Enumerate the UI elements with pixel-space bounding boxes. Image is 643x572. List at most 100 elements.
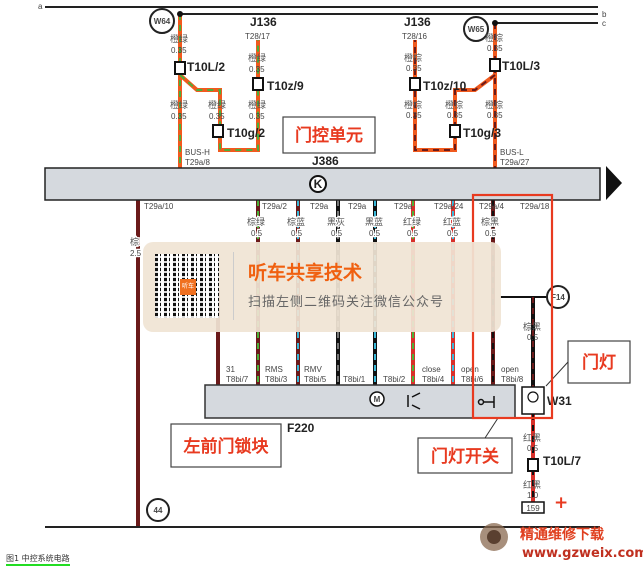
divider [233,252,234,320]
switch-callout: 门灯开关 [431,446,499,467]
lamp-callout: 门灯 [582,352,616,373]
logo-url[interactable]: www.gzweix.com [522,546,643,561]
rail-a-label: a [38,2,43,11]
wire-size-label: 0.35 [447,111,463,120]
wire-color-label: 橙绿 [248,52,266,64]
connector-icon [409,77,421,91]
polarity-plus: + [554,493,568,513]
pin-label: T8bi/4 [422,375,445,384]
wire-color-label: 橙棕 [485,99,503,111]
connector-t10g3-label: T10g/3 [463,126,501,140]
wire [413,40,497,152]
wire-size-label: 0.5 [369,229,381,238]
connector-icon [252,77,264,91]
wire-size-label: 1.0 [527,491,539,500]
wire-size-label: 0.5 [291,229,303,238]
lamp-callout-box [567,340,631,384]
control-unit-callout-box [282,116,376,154]
wire-color-label: 棕 [130,236,139,248]
watermark-title: 听车共享技术 [248,262,363,284]
ground-f14: F14 [546,285,570,309]
logo-icon [480,523,508,551]
wire-size-label: 0.5 [485,229,497,238]
rail-b-label: b [602,10,607,19]
connector-t10l3-label: T10L/3 [502,59,540,73]
bus-pin-label: T29a [348,202,367,211]
switch-callout-box [417,437,513,474]
wire-color-label: 红黑 [523,479,541,491]
can-bus-symbol-icon [309,175,327,193]
connector-t10l2-label: T10L/2 [187,60,225,74]
wire-size-label: 0.35 [249,112,265,121]
wire-labels: 棕 2.5 棕绿 0.5 棕蓝 0.5 黑灰 0.5 黑蓝 0.5 红绿 0.5… [129,215,501,260]
wire-color-label: 黑灰 [327,216,345,228]
junction-dot [492,20,498,26]
connector-icon [212,124,224,138]
bus-pin-label: T29a [310,202,329,211]
wire-size-label: 0.35 [406,64,422,73]
pin-label: T8bi/1 [343,375,366,384]
control-unit-id: J386 [312,154,339,168]
module-callout: 左前门锁块 [184,436,270,457]
bus-l-pin: T29a/27 [500,158,530,167]
wire-size-label: 0.35 [171,112,187,121]
wire-color-label: 红蓝 [443,216,461,228]
motor-label: M [374,395,381,404]
wire-color-label: 橙棕 [404,99,422,111]
wire-color-label: 棕黑 [481,216,499,228]
pin-label: T8bi/2 [383,375,406,384]
wire-color-label: 橙绿 [208,99,226,111]
wire-size-label: 0.35 [249,65,265,74]
j136-left-pin: T28/17 [245,32,270,41]
wire-size-label: 0.5 [407,229,419,238]
bus-pin-label: T29a/24 [434,202,464,211]
ground-44: 44 [146,498,170,522]
watermark-subtitle: 扫描左侧二维码关注微信公众号 [248,295,445,310]
bus-pin-label: T29a/4 [479,202,504,211]
bus-pin-label: T29a/18 [520,202,550,211]
bus-h-pin: T29a/8 [185,158,210,167]
bus-pin-labels: T29a/10 T29a/2 T29a T29a T29a T29a/24 T2… [144,202,550,211]
lamp-id: W31 [547,394,572,408]
switch-icon [477,396,495,408]
wire-size-label: 0.35 [487,44,503,53]
bus-h-label: BUS-H [185,148,210,157]
ground-w64: W64 [149,8,175,34]
pin-function-label: 31 [226,365,235,374]
connector-icon [489,58,501,72]
watermark-banner: 听车 听车共享技术 扫描左侧二维码关注微信公众号 [143,242,501,332]
pin-label: T8bi/7 [226,375,249,384]
connector-icon [527,458,539,472]
figure-caption: 图1 中控系统电路 [6,553,70,566]
wire-size-label: 2.5 [130,249,142,258]
j136-right-label: J136 [404,15,431,29]
junction-dot [177,11,183,17]
ground-w65: W65 [463,16,489,42]
wire [178,40,260,152]
wire-color-label: 红黑 [523,432,541,444]
connector-t10z10-label: T10z/10 [423,79,467,93]
door-lamp-icon [521,386,545,415]
wire-color-label: 棕绿 [247,216,265,228]
bus-pin-label: T29a/10 [144,202,174,211]
logo-name: 精通维修下载 [520,527,604,543]
wire-color-label: 橙绿 [248,99,266,111]
j136-right-pin: T28/16 [402,32,427,41]
ground-f14-label: F14 [551,293,565,302]
connector-t10g2-label: T10g/2 [227,126,265,140]
wire-size-label: 0.5 [331,229,343,238]
callout-pointer [545,361,569,387]
module-id: F220 [287,421,315,435]
pin-function-label: open [501,365,519,374]
connector-icon [174,61,186,75]
bus-pin-label: T29a [394,202,413,211]
j136-left-label: J136 [250,15,277,29]
pin-function-label: close [422,365,441,374]
ground-w64-label: W64 [154,17,171,26]
wire-size-label: 0.35 [171,46,187,55]
wire-size-label: 0.35 [209,112,225,121]
wire-size-label: 0.5 [447,229,459,238]
wire-color-label: 橙棕 [445,99,463,111]
connector-t10l7-label: T10L/7 [543,454,581,468]
